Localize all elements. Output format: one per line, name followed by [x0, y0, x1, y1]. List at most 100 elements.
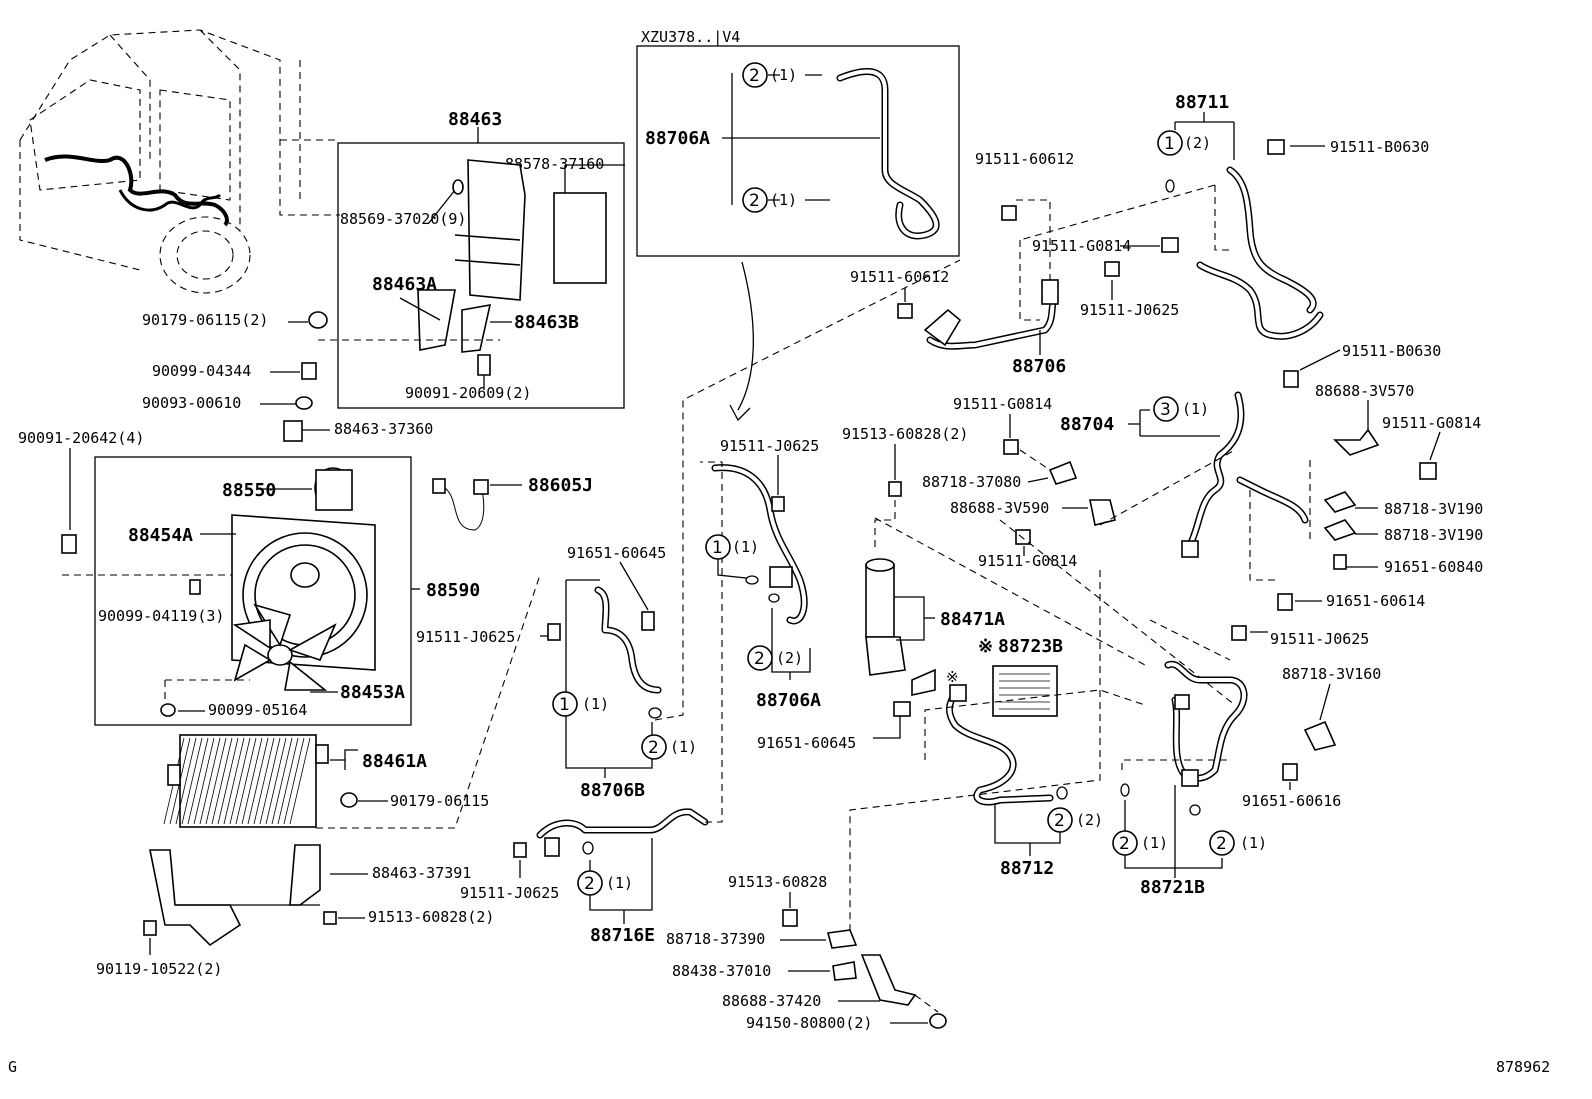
label-90099-04344: 90099-04344 — [152, 362, 251, 380]
label-88688-3V570: 88688-3V570 — [1315, 382, 1414, 400]
inset-box: XZU378..|V4 88706A — [636, 28, 960, 257]
condenser-fin-line — [253, 737, 275, 825]
label-88721B: 88721B — [1140, 877, 1205, 898]
condenser-fin-line — [175, 737, 197, 825]
lower-bracket-assembly: 88463-37391 91513-60828(2) 90119-10522(2… — [96, 844, 494, 978]
svg-text:(1): (1) — [770, 191, 797, 209]
label-88723B: 88723B — [998, 636, 1063, 657]
label-91511-G0814-d: 91511-G0814 — [978, 552, 1077, 570]
label-88706A-mid: 88706A — [756, 690, 821, 711]
hose-88706B: 91651-60645 91511-J0625 88706B — [416, 259, 961, 801]
hose-88704: 91511-B0630 88704 88688-3V570 91511-G081… — [1060, 342, 1483, 611]
condenser-fin-line — [241, 737, 263, 825]
svg-text:2: 2 — [1119, 834, 1130, 854]
callout-88721B-right: 2 (1) — [1209, 830, 1267, 856]
svg-text:(1): (1) — [770, 66, 797, 84]
svg-text:(1): (1) — [1240, 834, 1267, 852]
condenser-fin-line — [223, 737, 245, 825]
hose-88706A-mid: 91511-J0625 88706A — [711, 437, 821, 711]
condenser-fin-line — [205, 737, 227, 825]
inset-title: XZU378..|V4 — [641, 28, 740, 46]
condenser-fin-line — [283, 737, 305, 825]
callout-88706A-1: 1 (1) — [705, 534, 759, 579]
label-91651-60614: 91651-60614 — [1326, 592, 1425, 610]
label-91651-60645-a: 91651-60645 — [567, 544, 666, 562]
condenser: 88461A 90179-06115 — [163, 574, 541, 829]
hose-88716E: 91511-J0625 88716E — [460, 461, 723, 946]
receiver-88471A: 88471A ※ ※ 88723B — [865, 517, 1236, 717]
condenser-fin-line — [235, 737, 257, 825]
condenser-fin-line — [265, 737, 287, 825]
left-small-parts: 90179-06115(2) 90099-04344 90093-00610 8… — [18, 311, 500, 576]
label-88471A: 88471A — [940, 609, 1005, 630]
hose-88712: 91651-60645 88712 — [757, 684, 1146, 879]
label-91651-60645-b: 91651-60645 — [757, 734, 856, 752]
callout-88721B-left: 2 (1) — [1112, 800, 1168, 856]
pipe-88706: 91511-60612 91511-60612 88706 — [850, 150, 1074, 377]
label-88704: 88704 — [1060, 414, 1114, 435]
svg-text:(1): (1) — [1182, 400, 1209, 418]
hose-88721B: 91511-J0625 88718-3V160 91651-60616 8872… — [1120, 619, 1381, 898]
label-90093-00610: 90093-00610 — [142, 394, 241, 412]
condenser-fin-line — [199, 737, 221, 825]
label-88718-3V160: 88718-3V160 — [1282, 665, 1381, 683]
callout-inset-bot: 2 (1) — [742, 187, 830, 213]
label-90119-10522: 90119-10522(2) — [96, 960, 222, 978]
label-88711: 88711 — [1175, 92, 1229, 113]
label-88461A: 88461A — [362, 751, 427, 772]
svg-text:1: 1 — [712, 538, 723, 558]
label-88463A: 88463A — [372, 274, 437, 295]
label-88550: 88550 — [222, 480, 276, 501]
svg-text:(2): (2) — [1184, 134, 1211, 152]
svg-text:(1): (1) — [732, 538, 759, 556]
label-88590: 88590 — [426, 580, 480, 601]
label-90099-04119: 90099-04119(3) — [98, 607, 224, 625]
condenser-fin-line — [277, 737, 299, 825]
label-90099-05164: 90099-05164 — [208, 701, 307, 719]
label-88688-37420: 88688-37420 — [722, 992, 821, 1010]
label-88463-37391: 88463-37391 — [372, 864, 471, 882]
label-91511-60612-b: 91511-60612 — [850, 268, 949, 286]
label-91511-J0625-d: 91511-J0625 — [1270, 630, 1369, 648]
label-91511-J0625-c: 91511-J0625 — [416, 628, 515, 646]
fan-blade — [232, 603, 337, 691]
condenser-fin-line — [217, 737, 239, 825]
mid-brackets: 91511-G0814 91513-60828(2) 88718-37080 8… — [842, 395, 1236, 930]
label-88605J: 88605J — [528, 475, 593, 496]
svg-text:1: 1 — [1164, 134, 1175, 154]
label-90091-20642: 90091-20642(4) — [18, 429, 144, 447]
label-90179-06115: 90179-06115 — [390, 792, 489, 810]
callout-88716E: 2 (1) — [577, 870, 633, 896]
label-88438-37010: 88438-37010 — [672, 962, 771, 980]
svg-text:1: 1 — [559, 695, 570, 715]
svg-text:2: 2 — [749, 66, 760, 86]
label-91511-60612-a: 91511-60612 — [975, 150, 1074, 168]
label-91513-60828: 91513-60828 — [728, 873, 827, 891]
label-88706B: 88706B — [580, 780, 645, 801]
label-91651-60840: 91651-60840 — [1384, 558, 1483, 576]
footer-left-code: G — [8, 1058, 17, 1076]
label-91511-B0630-b: 91511-B0630 — [1342, 342, 1441, 360]
label-94150-80800: 94150-80800(2) — [746, 1014, 872, 1032]
svg-text:2: 2 — [754, 649, 765, 669]
label-88718-3V190-b: 88718-3V190 — [1384, 526, 1483, 544]
label-88463-37360: 88463-37360 — [334, 420, 433, 438]
label-88463B: 88463B — [514, 312, 579, 333]
label-91511-G0814-b: 91511-G0814 — [1382, 414, 1481, 432]
svg-text:(2): (2) — [1076, 811, 1103, 829]
label-88578-37160: 88578-37160 — [505, 155, 604, 173]
bracket-box: 88463 88578-37160 88569-37020(9) 88463A … — [337, 109, 625, 409]
label-91511-J0625-a: 91511-J0625 — [1080, 301, 1179, 319]
star-mark-2: ※ — [946, 668, 959, 686]
callout-88706A-2: 2 (2) — [747, 645, 803, 671]
label-88688-3V590: 88688-3V590 — [950, 499, 1049, 517]
arrow — [729, 261, 754, 422]
callout-88706B-1: 1 (1) — [552, 691, 609, 717]
sensor-88605J: 88605J — [432, 475, 593, 531]
condenser-fin-line — [193, 737, 215, 825]
label-91511-G0814-c: 91511-G0814 — [953, 395, 1052, 413]
condenser-fin-line — [187, 737, 209, 825]
svg-text:2: 2 — [1216, 834, 1227, 854]
svg-text:(2): (2) — [776, 649, 803, 667]
